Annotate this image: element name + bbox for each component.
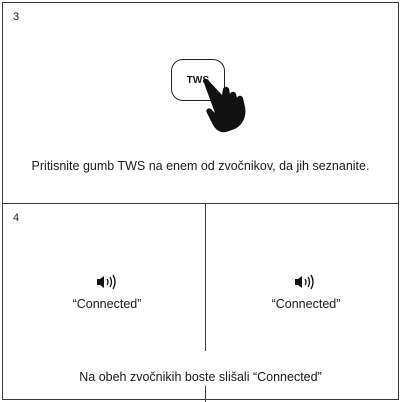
divider-line <box>205 204 206 351</box>
speaker-sound-icon <box>295 274 314 290</box>
step-number: 4 <box>13 212 20 224</box>
left-connected-label: “Connected” <box>72 297 142 311</box>
tws-button[interactable]: TWS <box>171 59 225 101</box>
right-connected-label: “Connected” <box>271 297 341 311</box>
step-3-panel: 3 TWS Pritisnite gumb TWS na enem od zvo… <box>2 2 399 204</box>
tws-button-label: TWS <box>186 74 210 86</box>
step-4-panel: 4 “Connected” “Connected” Na obeh zvočni… <box>2 203 399 402</box>
hand-pointer-icon <box>202 78 246 133</box>
step-number: 3 <box>13 11 20 23</box>
speaker-sound-icon <box>97 274 116 290</box>
divider-line <box>205 386 206 402</box>
step-3-caption: Pritisnite gumb TWS na enem od zvočnikov… <box>31 159 370 173</box>
step-4-caption: Na obeh zvočnikih boste slišali “Connect… <box>79 370 322 384</box>
